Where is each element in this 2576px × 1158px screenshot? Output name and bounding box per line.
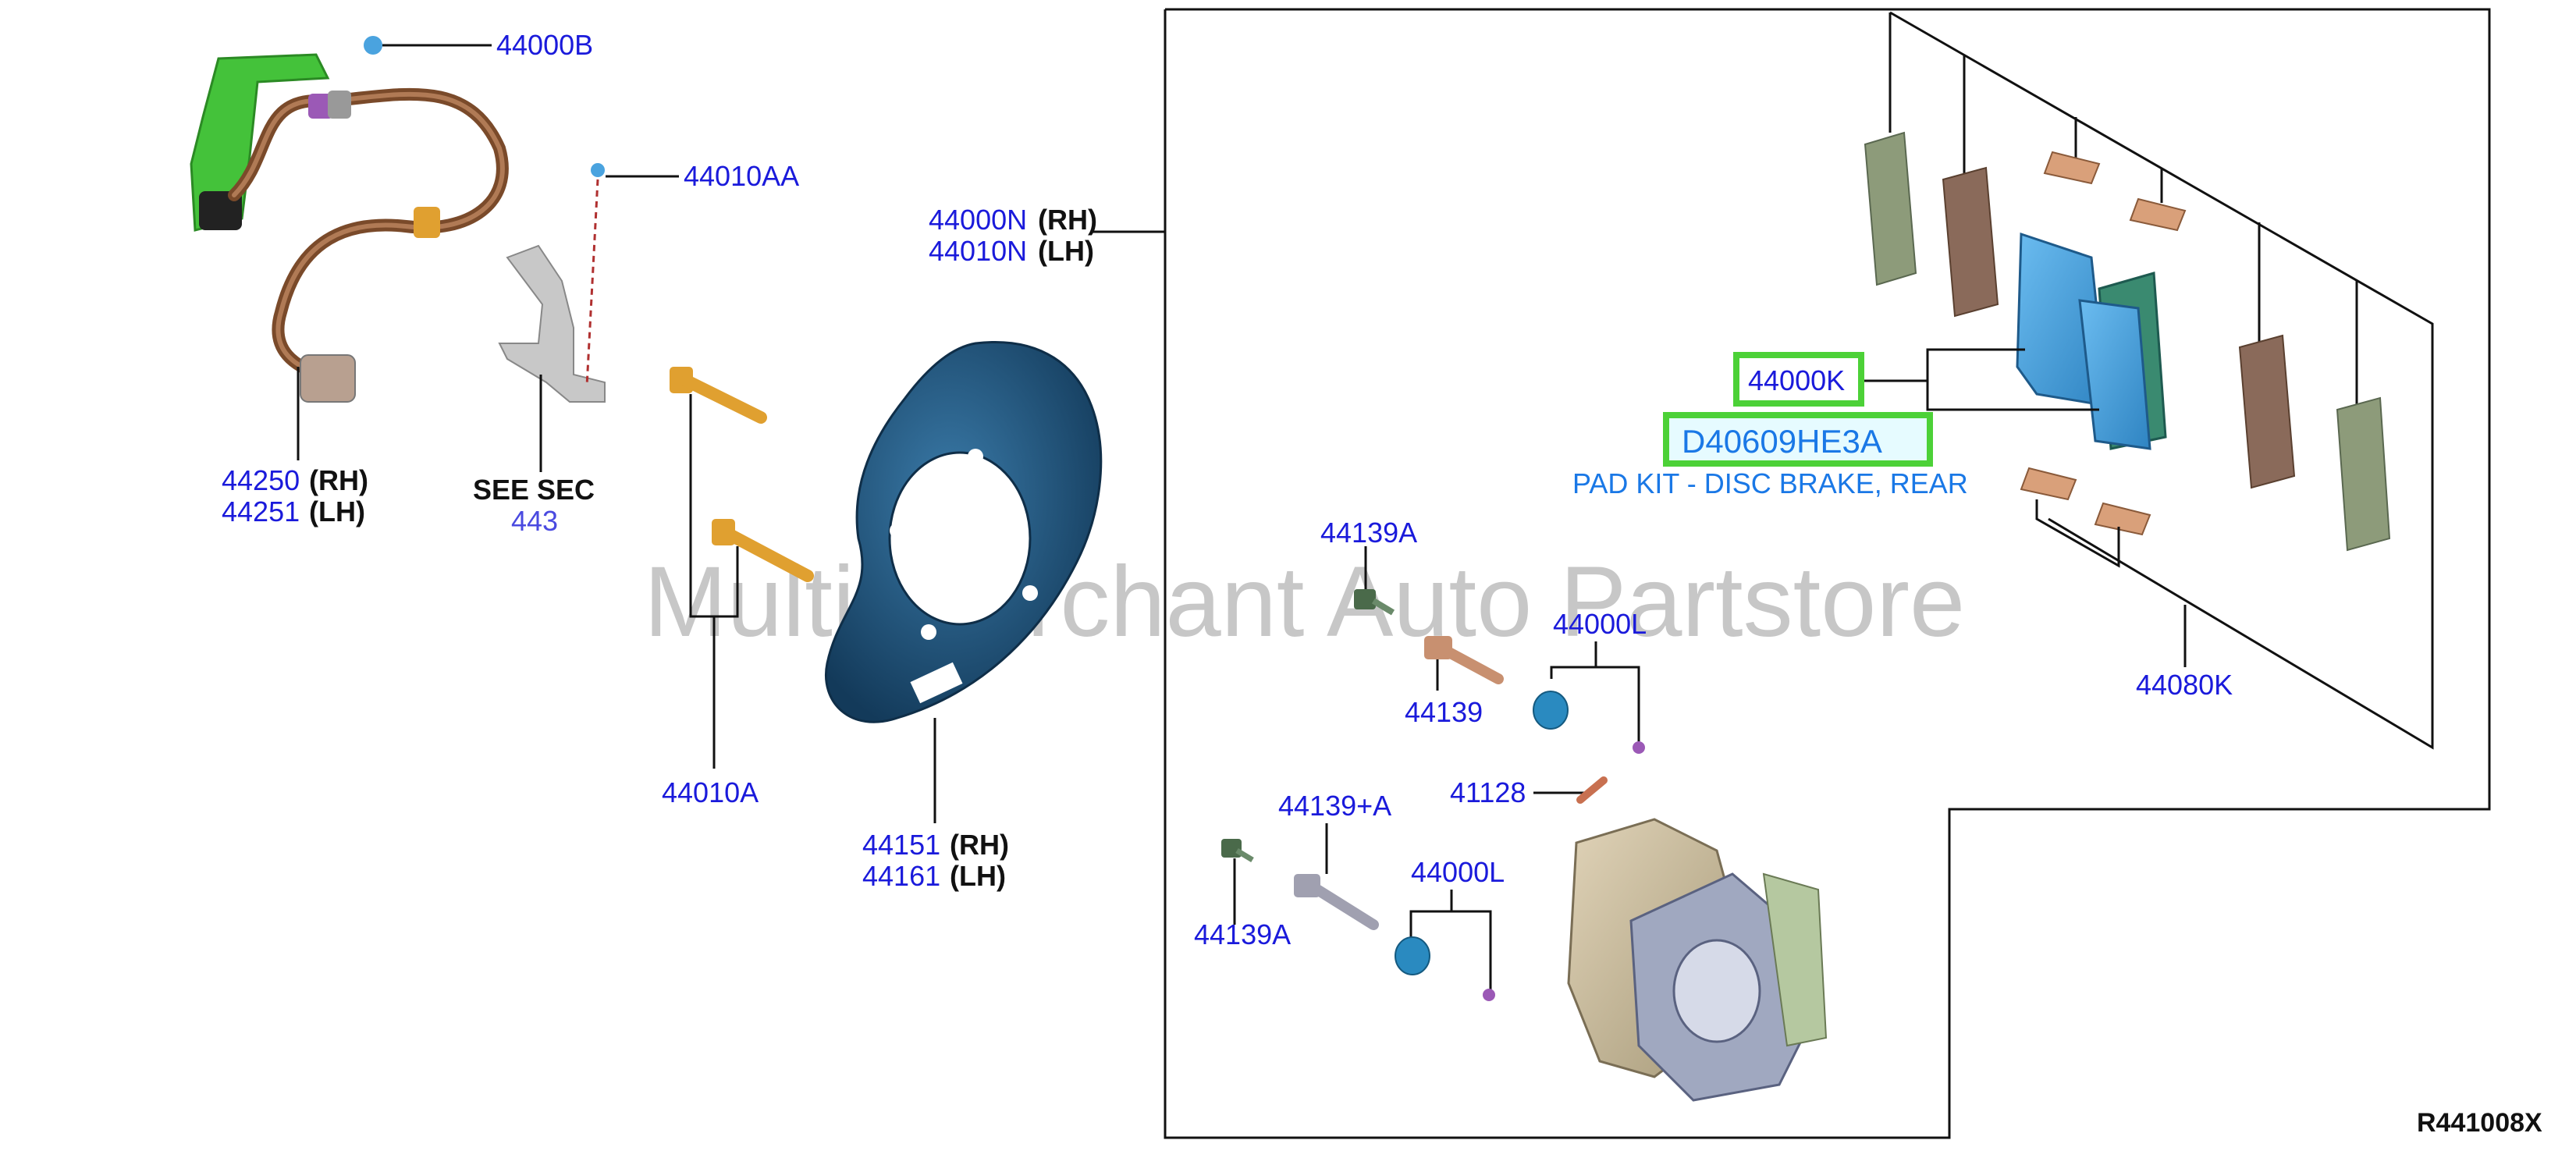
highlight-box-D40609HE3A [1663,412,1933,467]
brake-pad-icon[interactable] [2016,232,2167,450]
lh-label-44251: (LH) [309,496,365,527]
bolt-44010A-icon[interactable] [670,367,814,582]
rh-label-44000N: (RH) [1038,204,1097,236]
part-44151[interactable]: 44151 [862,829,940,861]
lh-label-44161: (LH) [950,860,1006,892]
harness-connector-icon [199,191,242,230]
part-44000B[interactable]: 44000B [496,29,593,61]
bleeder-41128-icon[interactable] [1576,776,1608,804]
part-44000K[interactable]: 44000K [1748,364,1845,396]
highlight-part-description: PAD KIT - DISC BRAKE, REAR [1572,467,1968,499]
boot-44000L-icon[interactable] [1533,691,1645,754]
brake-wear-sensor-harness[interactable] [190,53,509,403]
part-44010N[interactable]: 44010N [929,235,1027,267]
anti-rattle-clip-icon[interactable] [2020,151,2187,536]
part-44139[interactable]: 44139 [1405,696,1483,728]
part-44139A-top[interactable]: 44139A [1320,517,1417,549]
part-44250[interactable]: 44250 [222,464,300,496]
part-44000N[interactable]: 44000N [929,204,1027,236]
bleeder-screw-bottom-icon[interactable] [1221,839,1254,863]
dust-shield-icon[interactable] [825,341,1103,723]
lh-label-44010N: (LH) [1038,235,1094,267]
part-44161[interactable]: 44161 [862,860,940,892]
see-sec-label: SEE SEC [473,474,595,506]
part-44000L-top[interactable]: 44000L [1553,608,1647,640]
caliper-assembly-outline [1164,8,2491,1139]
part-44080K[interactable]: 44080K [2136,669,2233,701]
highlight-box-44000K [1733,352,1864,407]
part-44010A[interactable]: 44010A [662,776,759,808]
bleeder-screw-icon[interactable] [1354,589,1395,616]
shim-plate-icon [1864,131,2391,552]
rh-label-44250: (RH) [309,464,368,496]
bracket-icon [498,244,606,403]
rh-label-44151: (RH) [950,829,1009,861]
part-44139plusA[interactable]: 44139+A [1278,790,1391,822]
part-44251[interactable]: 44251 [222,496,300,527]
bolt-44010AA-icon[interactable] [591,163,605,177]
highlight-part-number[interactable]: D40609HE3A [1682,423,1882,460]
clip-44000B-icon[interactable] [364,36,382,55]
part-44000L-bottom[interactable]: 44000L [1411,856,1505,888]
sec-443-link[interactable]: 443 [511,505,558,537]
boot-44000L-bottom-icon[interactable] [1395,936,1495,1001]
part-41128[interactable]: 41128 [1450,776,1526,808]
guide-pin-bolt-icon[interactable] [1294,874,1379,930]
guide-pin-icon[interactable] [1424,636,1504,684]
part-44010AA[interactable]: 44010AA [684,160,799,192]
caliper-icon[interactable] [1567,818,1828,1102]
diagram-code: R441008X [2417,1108,2542,1138]
part-44139A-bottom[interactable]: 44139A [1194,918,1291,950]
